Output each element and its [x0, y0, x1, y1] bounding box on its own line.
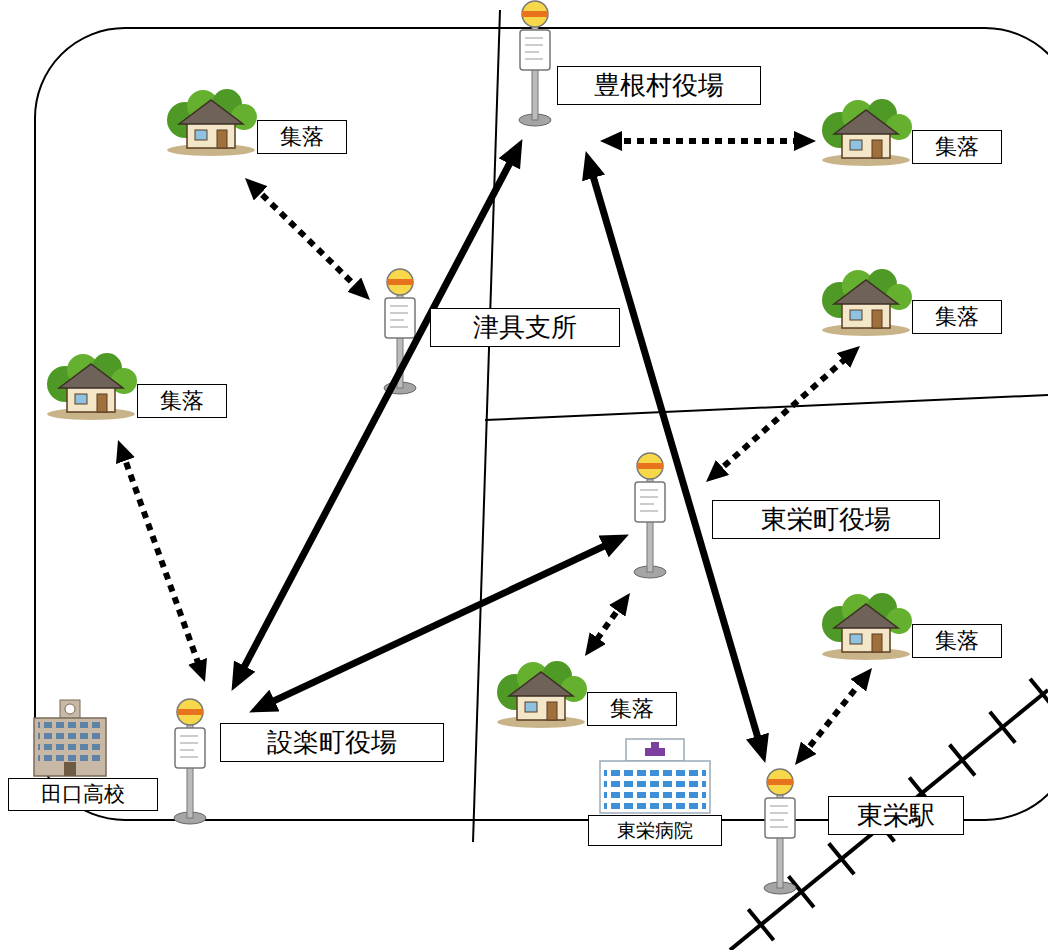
place-name: 集落 [587, 692, 677, 726]
town-border [473, 10, 500, 842]
feeder-route-arrow [253, 186, 362, 293]
village-icon [822, 99, 912, 166]
bus-stop-icon [634, 453, 666, 578]
place-name: 津具支所 [430, 308, 620, 347]
bus-stop-icon [519, 1, 551, 126]
school-icon [34, 700, 106, 776]
village-label: 集落 [495, 660, 677, 726]
place-name: 集落 [137, 384, 227, 418]
place-name: 東栄病院 [588, 815, 722, 846]
place-name: 東栄町役場 [712, 500, 940, 539]
feeder-route-arrow [802, 677, 865, 757]
village-icon [497, 661, 587, 728]
railway [730, 690, 1048, 950]
feeder-route-arrow [122, 450, 202, 671]
village-label: 集落 [820, 268, 1002, 334]
place-name: 集落 [257, 120, 347, 154]
school-label: 田口高校 [8, 700, 158, 811]
feeder-route-arrow [714, 353, 852, 474]
village-label: 集落 [820, 98, 1002, 164]
bus-stop-icon [764, 769, 796, 894]
railway-tie [829, 843, 854, 874]
bus-stop-label: 豊根村役場 [513, 0, 761, 105]
bus-stop-label: 津具支所 [378, 268, 620, 347]
village-icon [822, 269, 912, 336]
place-name: 田口高校 [8, 778, 158, 811]
place-name: 設楽町役場 [220, 723, 444, 762]
bus-stop-label: 東栄町役場 [628, 452, 940, 539]
bus-route-arrow [239, 152, 516, 677]
railway-tie [1030, 679, 1048, 710]
feeder-route-arrow [591, 602, 623, 647]
railway-tie [950, 745, 975, 776]
hospital-icon [600, 739, 710, 813]
place-name: 集落 [912, 130, 1002, 164]
town-border [485, 395, 1048, 420]
railway-tie [990, 712, 1015, 743]
place-name: 東栄駅 [828, 796, 964, 835]
place-name: 豊根村役場 [557, 66, 761, 105]
feeder-route-arrow [611, 138, 805, 144]
village-icon [47, 353, 137, 420]
place-name: 集落 [912, 624, 1002, 658]
railway-tie [748, 909, 773, 940]
village-label: 集落 [820, 592, 1002, 658]
village-label: 集落 [45, 352, 227, 418]
village-label: 集落 [165, 88, 347, 154]
village-icon [822, 593, 912, 660]
railway-ties [748, 679, 1048, 940]
place-name: 集落 [912, 300, 1002, 334]
bus-stop-label: 設楽町役場 [168, 698, 444, 762]
village-icon [167, 89, 257, 156]
hospital-label: 東栄病院 [588, 735, 722, 846]
bus-stop-label: 東栄駅 [758, 768, 964, 835]
bus-route-arrow [263, 541, 616, 706]
bus-stop-icon [174, 699, 206, 824]
